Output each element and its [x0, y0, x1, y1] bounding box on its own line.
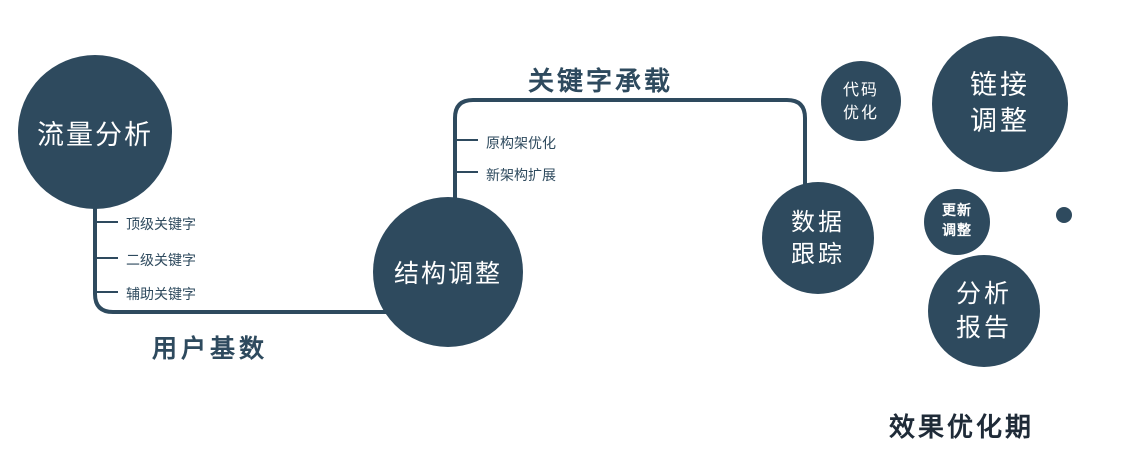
node-label-line2: 跟踪 — [791, 240, 845, 268]
node-label: 数据 跟踪 — [791, 206, 845, 271]
node-label-line2: 报告 — [955, 313, 1012, 342]
node-update-adjustment: 更新 调整 — [924, 189, 990, 255]
node-label: 流量分析 — [37, 119, 153, 151]
branch-label-top-keywords: 顶级关键字 — [126, 217, 196, 233]
node-label-line1: 数据 — [791, 207, 845, 236]
node-label: 链接 调整 — [970, 68, 1030, 141]
node-label: 代码 优化 — [843, 78, 879, 124]
node-structure-adjustment: 结构调整 — [373, 197, 523, 347]
node-label-line2: 调整 — [942, 223, 972, 239]
node-analysis-report: 分析 报告 — [928, 255, 1040, 367]
node-code-optimization: 代码 优化 — [821, 61, 901, 141]
branch-label-new-arch-expansion: 新架构扩展 — [486, 168, 556, 184]
node-label-line1: 链接 — [970, 69, 1030, 101]
edge-traffic-to-structure — [93, 132, 448, 314]
edge-label-keyword-carry: 关键字承载 — [528, 67, 674, 97]
node-label-line2: 调整 — [970, 106, 1030, 137]
branch-label-original-arch-optimization: 原构架优化 — [486, 136, 556, 152]
node-label: 分析 报告 — [956, 277, 1012, 345]
node-data-tracking: 数据 跟踪 — [762, 182, 874, 294]
node-label: 结构调整 — [393, 259, 502, 288]
node-label-line1: 更新 — [942, 203, 972, 220]
node-label-line1: 分析 — [955, 279, 1012, 309]
dot-marker — [1056, 207, 1072, 223]
branch-label-secondary-keywords: 二级关键字 — [126, 253, 196, 269]
node-link-adjustment: 链接 调整 — [932, 36, 1068, 172]
branch-ticks-traffic — [95, 221, 118, 293]
edge-structure-to-data-tracking — [453, 98, 807, 272]
edge-label-user-base: 用户基数 — [152, 334, 269, 363]
branch-ticks-structure — [455, 139, 478, 173]
node-label: 更新 调整 — [942, 202, 972, 241]
branch-label-auxiliary-keywords: 辅助关键字 — [126, 287, 196, 303]
footer-label-effect-optimization-period: 效果优化期 — [889, 413, 1035, 443]
node-label-line1: 代码 — [842, 79, 879, 99]
node-label-line2: 优化 — [842, 103, 879, 122]
node-traffic-analysis: 流量分析 — [18, 55, 172, 209]
